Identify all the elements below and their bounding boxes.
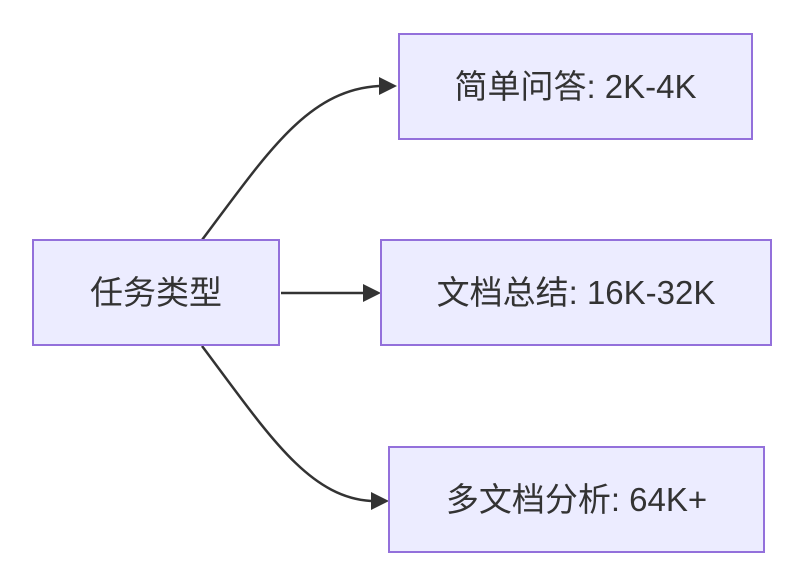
arrowhead-multi-doc [371,492,389,510]
node-simple-qa: 简单问答: 2K-4K [398,33,753,140]
edge-task-to-multi-doc [200,345,372,503]
arrowhead-simple-qa [379,77,397,95]
edge-task-to-simple-qa [200,84,380,241]
node-label: 文档总结: 16K-32K [436,273,716,311]
node-multi-doc-analysis: 多文档分析: 64K+ [388,446,765,553]
node-label: 多文档分析: 64K+ [445,480,708,518]
node-task-type: 任务类型 [32,239,280,346]
node-label: 简单问答: 2K-4K [454,67,697,105]
node-label: 任务类型 [90,273,222,311]
arrowhead-doc-summary [363,284,381,302]
node-doc-summary: 文档总结: 16K-32K [380,239,772,346]
